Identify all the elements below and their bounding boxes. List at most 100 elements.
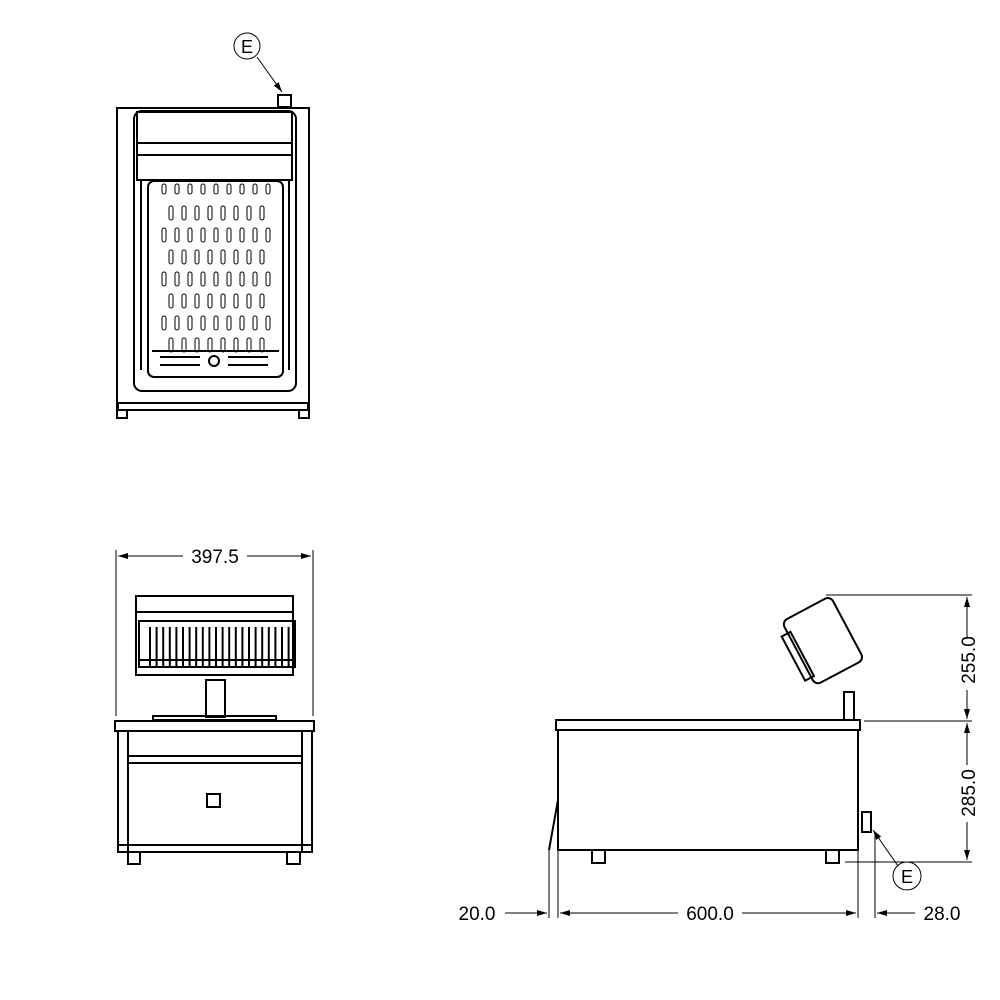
basket-slot — [233, 293, 239, 309]
basket-stem — [205, 679, 226, 718]
basket-slot — [181, 249, 187, 265]
basket-slot — [259, 249, 265, 265]
basket-slot — [207, 337, 213, 353]
basket-slot — [174, 271, 180, 287]
basket-slot — [239, 271, 245, 287]
dimension-basket-height: 255.0 — [959, 636, 980, 684]
basket-slot — [226, 183, 232, 195]
callout-e-top — [233, 32, 261, 60]
basket-slot — [246, 337, 252, 353]
basket-slot — [181, 337, 187, 353]
basket-slot — [239, 315, 245, 331]
top-view-outer-frame — [116, 107, 310, 411]
basket-slot — [213, 183, 219, 195]
callout-label: E — [901, 867, 913, 887]
top-view-basket — [147, 180, 284, 378]
callout-e-side — [892, 861, 922, 891]
basket-slot — [239, 183, 245, 195]
basket-slot — [207, 249, 213, 265]
basket-slot — [259, 293, 265, 309]
basket-slot — [187, 315, 193, 331]
basket-slot — [233, 205, 239, 221]
basket-slot — [168, 337, 174, 353]
connector-e — [277, 94, 292, 108]
dimension-body-height: 285.0 — [959, 769, 980, 817]
basket-slot — [207, 293, 213, 309]
basket-slot — [246, 205, 252, 221]
basket-slot — [220, 337, 226, 353]
top-view: E — [116, 32, 310, 419]
basket-slot — [239, 227, 245, 243]
basket-slot — [207, 205, 213, 221]
basket-slot — [213, 271, 219, 287]
basket-slot — [187, 183, 193, 195]
basket-slot — [220, 293, 226, 309]
basket-slot — [161, 227, 167, 243]
basket-slot — [252, 183, 258, 195]
front-view: 397.5 — [114, 547, 315, 865]
basket-slot — [161, 271, 167, 287]
basket-slot — [259, 205, 265, 221]
basket-slot — [220, 205, 226, 221]
basket-slot — [233, 337, 239, 353]
connector-e — [861, 811, 872, 833]
basket-slot — [181, 205, 187, 221]
basket-slot — [194, 337, 200, 353]
basket-slot — [265, 315, 271, 331]
side-body — [557, 729, 859, 851]
dimension-depth: 600.0 — [686, 904, 734, 925]
basket-slot — [233, 249, 239, 265]
basket-slot — [200, 183, 206, 195]
foot — [127, 851, 141, 865]
basket-slot — [187, 227, 193, 243]
basket-slot — [168, 249, 174, 265]
foot — [298, 409, 310, 419]
basket-slot — [194, 293, 200, 309]
basket-slot — [220, 249, 226, 265]
basket-slot — [226, 227, 232, 243]
callout-label: E — [241, 37, 253, 57]
basket-slot — [265, 227, 271, 243]
dimension-right-offset: 28.0 — [924, 904, 961, 925]
side-basket — [780, 597, 863, 685]
basket-slot — [213, 315, 219, 331]
foot — [825, 849, 840, 864]
basket-slot — [200, 227, 206, 243]
foot — [286, 851, 301, 865]
basket-slot — [200, 315, 206, 331]
basket-slot — [265, 271, 271, 287]
basket-slot — [161, 315, 167, 331]
front-body — [117, 730, 313, 853]
side-top-rim — [555, 719, 861, 731]
basket-slot — [226, 271, 232, 287]
dimension-width: 397.5 — [191, 547, 239, 568]
front-basket — [135, 595, 294, 676]
basket-slot — [194, 205, 200, 221]
basket-slot — [213, 227, 219, 243]
basket-slot — [252, 271, 258, 287]
basket-slot — [252, 315, 258, 331]
foot — [116, 409, 128, 419]
foot — [591, 849, 606, 864]
basket-slot — [200, 271, 206, 287]
basket-slot — [265, 183, 271, 195]
basket-slot — [174, 227, 180, 243]
basket-slot — [226, 315, 232, 331]
basket-slot — [246, 293, 252, 309]
basket-slots — [161, 183, 271, 353]
top-view-tank — [133, 110, 297, 392]
front-top-rim — [114, 720, 315, 732]
dimension-left-offset: 20.0 — [459, 904, 496, 925]
basket-slot — [168, 293, 174, 309]
basket-slot — [181, 293, 187, 309]
basket-slot — [174, 183, 180, 195]
basket-slot — [252, 227, 258, 243]
basket-slot — [161, 183, 167, 195]
top-view-basket-header — [136, 111, 293, 181]
basket-slot — [259, 337, 265, 353]
basket-slot — [174, 315, 180, 331]
side-view: 255.0 285.0 20.0 600.0 28.0 E — [459, 594, 980, 925]
basket-slot — [246, 249, 252, 265]
drain-hole — [208, 355, 220, 367]
